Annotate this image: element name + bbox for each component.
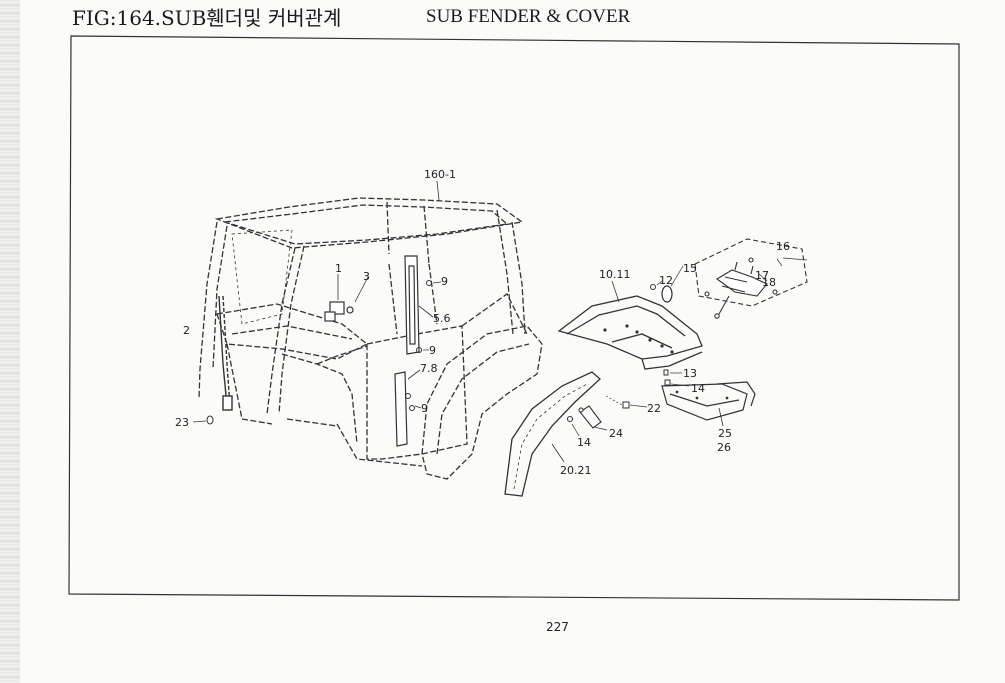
callout-14-a: 14: [691, 382, 705, 395]
callout-14-b: 14: [577, 436, 591, 449]
callout-17: 17: [755, 269, 769, 282]
callout-5-6: 5.6: [433, 312, 451, 325]
scan-edge: [0, 0, 20, 683]
callout-10-11: 10.11: [599, 268, 631, 281]
callout-1: 1: [335, 262, 342, 275]
callout-2: 2: [183, 324, 190, 337]
wiper-arm: [218, 295, 233, 411]
bolt-13: [663, 369, 682, 376]
screws-9: [405, 280, 432, 411]
callout-9-c: 9: [421, 402, 428, 415]
english-title: SUB FENDER & COVER: [426, 6, 631, 27]
callout-26: 26: [717, 441, 731, 454]
callout-12: 12: [659, 274, 673, 287]
callout-18: 18: [762, 276, 776, 289]
step-cover: [661, 381, 756, 421]
fender-outer: [504, 371, 601, 497]
bolt-22: [605, 395, 648, 409]
callout-16: 16: [776, 240, 790, 253]
washer-12: [650, 280, 663, 290]
callout-20-21: 20.21: [560, 464, 592, 477]
fender-cover: [557, 295, 703, 370]
diagram-frame: 160-1 1 3 2 9 5.6 9 7.8 9 23 10.11 12 15…: [68, 35, 960, 601]
callout-23: 23: [175, 416, 189, 429]
cab-rear-fender: [421, 325, 543, 480]
grommet-15: [661, 265, 684, 303]
callout-9-b: 9: [429, 344, 436, 357]
bolt-14-upper: [664, 379, 690, 387]
callout-22: 22: [647, 402, 661, 415]
callout-3: 3: [363, 270, 370, 283]
callout-9-a: 9: [441, 275, 448, 288]
callout-25: 25: [718, 427, 732, 440]
grip-handle: [404, 255, 420, 355]
cab-assembly: [198, 197, 543, 480]
lamp-assembly: [694, 238, 808, 319]
callout-160-1: 160-1: [424, 168, 456, 181]
callout-15: 15: [683, 262, 697, 275]
wiper-motor: [324, 301, 354, 322]
cab-cowl: [216, 303, 369, 360]
fender-bracket: [566, 405, 602, 429]
callout-13: 13: [683, 367, 697, 380]
frame-border: [68, 35, 960, 601]
callout-24: 24: [609, 427, 623, 440]
cab-roof: [214, 197, 524, 249]
bolt-23: [192, 415, 214, 425]
figure-title: FIG:164.SUB휀더및 커버관계: [72, 6, 342, 30]
callout-7-8: 7.8: [420, 362, 438, 375]
page-number: 227: [546, 620, 569, 634]
side-handle: [394, 371, 408, 447]
